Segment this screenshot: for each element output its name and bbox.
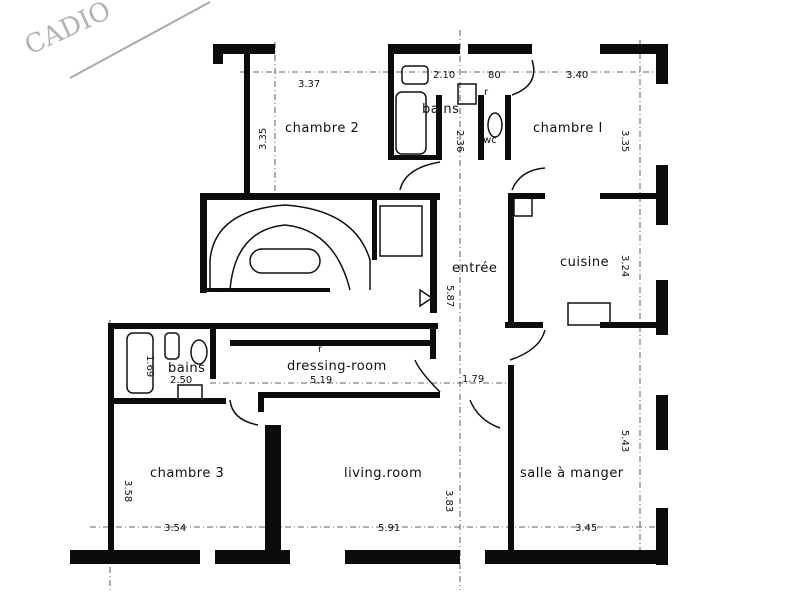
label-salle-a-manger: salle à manger (520, 466, 624, 481)
dimension-lines (90, 30, 660, 590)
dim-entree-height: 5.87 (444, 285, 455, 307)
staircase-icon (209, 204, 371, 291)
dim-living-width: 5.91 (378, 523, 400, 534)
dimension-labels: 3.37 3.35 2.10 2.36 80 3.40 3.35 3.24 5.… (122, 70, 630, 534)
entry-arrow-icon (419, 288, 434, 308)
label-chambre-1: chambre I (533, 121, 603, 136)
dim-chambre1-height: 3.35 (619, 130, 630, 152)
label-chambre-2: chambre 2 (285, 121, 359, 136)
bathtub-icon (395, 91, 427, 155)
dim-chambre2-height: 3.35 (258, 128, 269, 150)
label-r-top: r (484, 87, 489, 98)
counter-icon (567, 302, 611, 326)
label-wc: wc (483, 135, 497, 146)
label-dressing-room: dressing-room (287, 359, 387, 374)
dim-chambre3-width: 3.54 (164, 523, 186, 534)
dim-bains-left-height: 1.69 (144, 355, 155, 377)
dim-bains-top-height: 2.36 (454, 130, 465, 152)
label-living-room: living.room (344, 466, 422, 481)
label-bains-top: bains (422, 102, 459, 117)
sink-icon (457, 83, 477, 105)
label-cuisine: cuisine (560, 255, 609, 270)
dim-dressing-width: 5.19 (310, 375, 332, 386)
fixtures (126, 59, 611, 429)
stove-icon (513, 197, 533, 217)
dim-bains-left-width: 2.50 (170, 375, 192, 386)
walls (70, 44, 668, 565)
label-r-dressing: r (318, 344, 323, 355)
bidet-icon (164, 332, 180, 360)
stair-well-icon (249, 248, 321, 274)
dim-living-height: 3.83 (443, 490, 454, 512)
bathtub-icon (126, 332, 154, 394)
dim-salle-height: 5.43 (619, 430, 630, 452)
room-labels: chambre 2 bains wc r chambre I entrée cu… (150, 87, 624, 481)
dim-salle-width: 3.45 (575, 523, 597, 534)
dim-chambre1-width: 3.40 (566, 70, 588, 81)
svg-text:CADIO: CADIO (20, 0, 115, 61)
sink-icon (401, 65, 429, 85)
dim-bains-top-width: 2.10 (433, 70, 455, 81)
toilet-icon (487, 112, 503, 138)
dim-chambre3-height: 3.58 (122, 480, 133, 502)
sink-icon (177, 384, 203, 400)
closet-icon (379, 205, 423, 257)
dim-chambre2-width: 3.37 (298, 79, 320, 90)
label-entree: entrée (452, 261, 497, 276)
dim-cuisine-height: 3.24 (619, 255, 630, 277)
dim-closet-width: 80 (488, 70, 501, 81)
label-chambre-3: chambre 3 (150, 466, 224, 481)
dim-corridor-width: 1.79 (462, 374, 484, 385)
label-bains-left: bains (168, 361, 205, 376)
toilet-icon (190, 339, 208, 365)
stamp: CADIO (20, 0, 211, 79)
